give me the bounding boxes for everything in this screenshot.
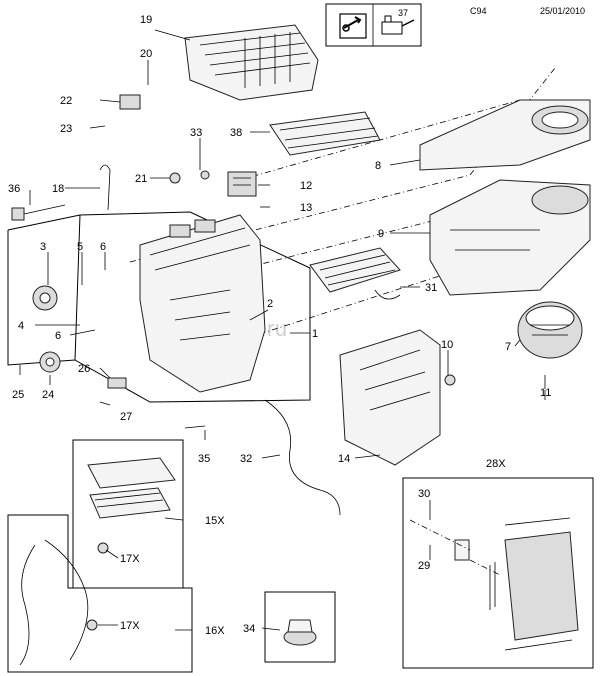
callout-1: 1	[312, 328, 318, 340]
diagram-code: C94	[470, 6, 487, 16]
header-tool-box	[325, 3, 422, 47]
callout-13: 13	[300, 202, 312, 214]
part-34-box	[264, 591, 336, 663]
callout-22: 22	[60, 95, 72, 107]
callout-2: 2	[267, 298, 273, 310]
kit-28x-box	[402, 477, 594, 669]
callout-19: 19	[140, 14, 152, 26]
tool-ref-number: 37	[398, 8, 408, 18]
part-10-clip	[444, 374, 456, 386]
callout-36: 36	[8, 183, 20, 195]
callout-14: 14	[338, 453, 350, 465]
callout-6-upper: 6	[100, 241, 106, 253]
callout-12: 12	[300, 180, 312, 192]
book-wrench-icon	[339, 13, 367, 39]
kit-16x-box	[7, 514, 193, 673]
part-17x-seal	[97, 542, 109, 554]
callout-11: 11	[540, 387, 551, 399]
callout-10: 10	[441, 339, 453, 351]
part-34-nut	[283, 619, 317, 646]
part-17x-seal-2	[86, 619, 98, 631]
part-22-sensor	[119, 94, 141, 110]
part-12-connector	[227, 171, 257, 197]
callout-31: 31	[425, 282, 437, 294]
part-18-drain-hose	[99, 164, 111, 211]
part-14-side-housing	[339, 329, 441, 466]
callout-9: 9	[378, 228, 384, 240]
callout-23: 23	[60, 123, 72, 135]
part-36-bolt	[11, 204, 66, 221]
callout-7: 7	[505, 341, 511, 353]
part-3-actuator-gear	[32, 285, 58, 311]
callout-30: 30	[418, 488, 430, 500]
part-1-hvac-housing	[139, 214, 266, 393]
part-8-blower-upper-housing	[419, 99, 591, 171]
callout-21: 21	[135, 173, 147, 185]
part-38-cabin-filter	[269, 111, 381, 156]
oil-can-icon	[381, 15, 415, 35]
part-15x-filter-pair	[87, 457, 176, 519]
callout-24: 24	[42, 389, 54, 401]
callout-3: 3	[40, 241, 46, 253]
part-7-blower-motor	[517, 301, 583, 359]
callout-32: 32	[240, 453, 252, 465]
callout-8: 8	[375, 160, 381, 172]
part-26-bracket	[107, 377, 127, 389]
part-31-heater-core	[309, 247, 401, 300]
callout-5: 5	[77, 241, 83, 253]
callout-4: 4	[18, 320, 24, 332]
callout-25: 25	[12, 389, 24, 401]
part-33-sensor	[200, 170, 210, 180]
callout-34: 34	[243, 623, 255, 635]
callout-15x: 15X	[205, 515, 225, 527]
callout-38: 38	[230, 127, 242, 139]
part-28x-heater-core-kit	[409, 517, 579, 651]
part-9-blower-lower-housing	[429, 179, 591, 296]
callout-28x: 28X	[486, 458, 506, 470]
callout-33: 33	[190, 127, 202, 139]
callout-17x-lower: 17X	[120, 620, 140, 632]
callout-29: 29	[418, 560, 430, 572]
part-35-sensor	[184, 425, 206, 429]
callout-26: 26	[78, 363, 90, 375]
part-24-actuator-motor	[39, 351, 61, 373]
callout-16x: 16X	[205, 625, 225, 637]
part-16x-hoses	[19, 539, 89, 666]
callout-35: 35	[198, 453, 210, 465]
diagram-date: 25/01/2010	[540, 6, 585, 16]
callout-6-lower: 6	[55, 330, 61, 342]
part-32-harness	[264, 399, 341, 516]
leader-lines	[19, 29, 546, 631]
part-19-evaporator	[184, 24, 319, 101]
callout-27: 27	[120, 411, 132, 423]
part-21-clip	[169, 172, 181, 184]
callout-18: 18	[52, 183, 64, 195]
callout-17x-upper: 17X	[120, 553, 140, 565]
callout-20: 20	[140, 48, 152, 60]
